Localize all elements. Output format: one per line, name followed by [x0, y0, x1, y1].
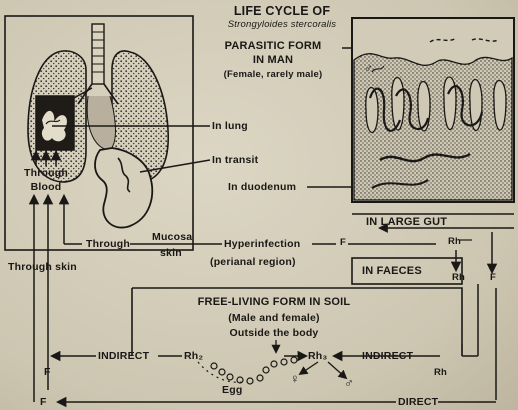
male-symbol-gut: ♂: [364, 62, 373, 76]
rh-right-label: Rh: [434, 368, 447, 379]
indirect-right-label: INDIRECT: [362, 350, 413, 362]
egg-label: Egg: [222, 384, 242, 396]
free-living-line3: Outside the body: [204, 327, 344, 339]
species-name: Strongyloides stercoralis: [204, 20, 360, 31]
direct-label: DIRECT: [398, 396, 438, 408]
f-faeces: F: [490, 273, 496, 284]
in-transit-label: In transit: [212, 154, 258, 166]
parasitic-form-line2: IN MAN: [218, 54, 328, 67]
through-skin-label: Through skin: [8, 261, 77, 273]
rh2-label: Rh₂: [184, 350, 203, 362]
mucosa-label: Mucosa: [152, 231, 192, 243]
through-mucosa-label: Through: [86, 238, 130, 250]
rh-large-gut: Rh: [448, 237, 461, 248]
skin-label: skin: [160, 247, 182, 259]
in-lung-label: In lung: [212, 120, 248, 132]
rh3-label: Rh₃: [308, 350, 327, 362]
f-bottom-label: F: [40, 396, 47, 408]
in-duodenum-label: In duodenum: [228, 181, 296, 193]
perianal-label: (perianal region): [210, 256, 296, 268]
female-symbol: ♀: [290, 372, 300, 387]
male-symbol-lower: ♂: [344, 376, 354, 391]
free-living-line1: FREE-LIVING FORM IN SOIL: [184, 296, 364, 309]
in-faeces-label: IN FAECES: [362, 265, 422, 278]
hyperinfection-label: Hyperinfection: [224, 238, 300, 250]
f-left-label: F: [44, 366, 51, 378]
in-large-gut-label: IN LARGE GUT: [366, 216, 447, 229]
free-living-line2: (Male and female): [204, 312, 344, 324]
through-blood-line1: Through: [16, 167, 76, 179]
indirect-left-label: INDIRECT: [98, 350, 149, 362]
diagram-title: LIFE CYCLE OF: [222, 4, 342, 18]
through-blood-line2: Blood: [16, 181, 76, 193]
rh-faeces: Rh: [452, 273, 465, 284]
parasitic-form-note: (Female, rarely male): [206, 70, 340, 81]
intestine-box: [352, 18, 514, 202]
f-large-gut: F: [340, 238, 346, 249]
parasitic-form-line1: PARASITIC FORM: [204, 40, 342, 53]
